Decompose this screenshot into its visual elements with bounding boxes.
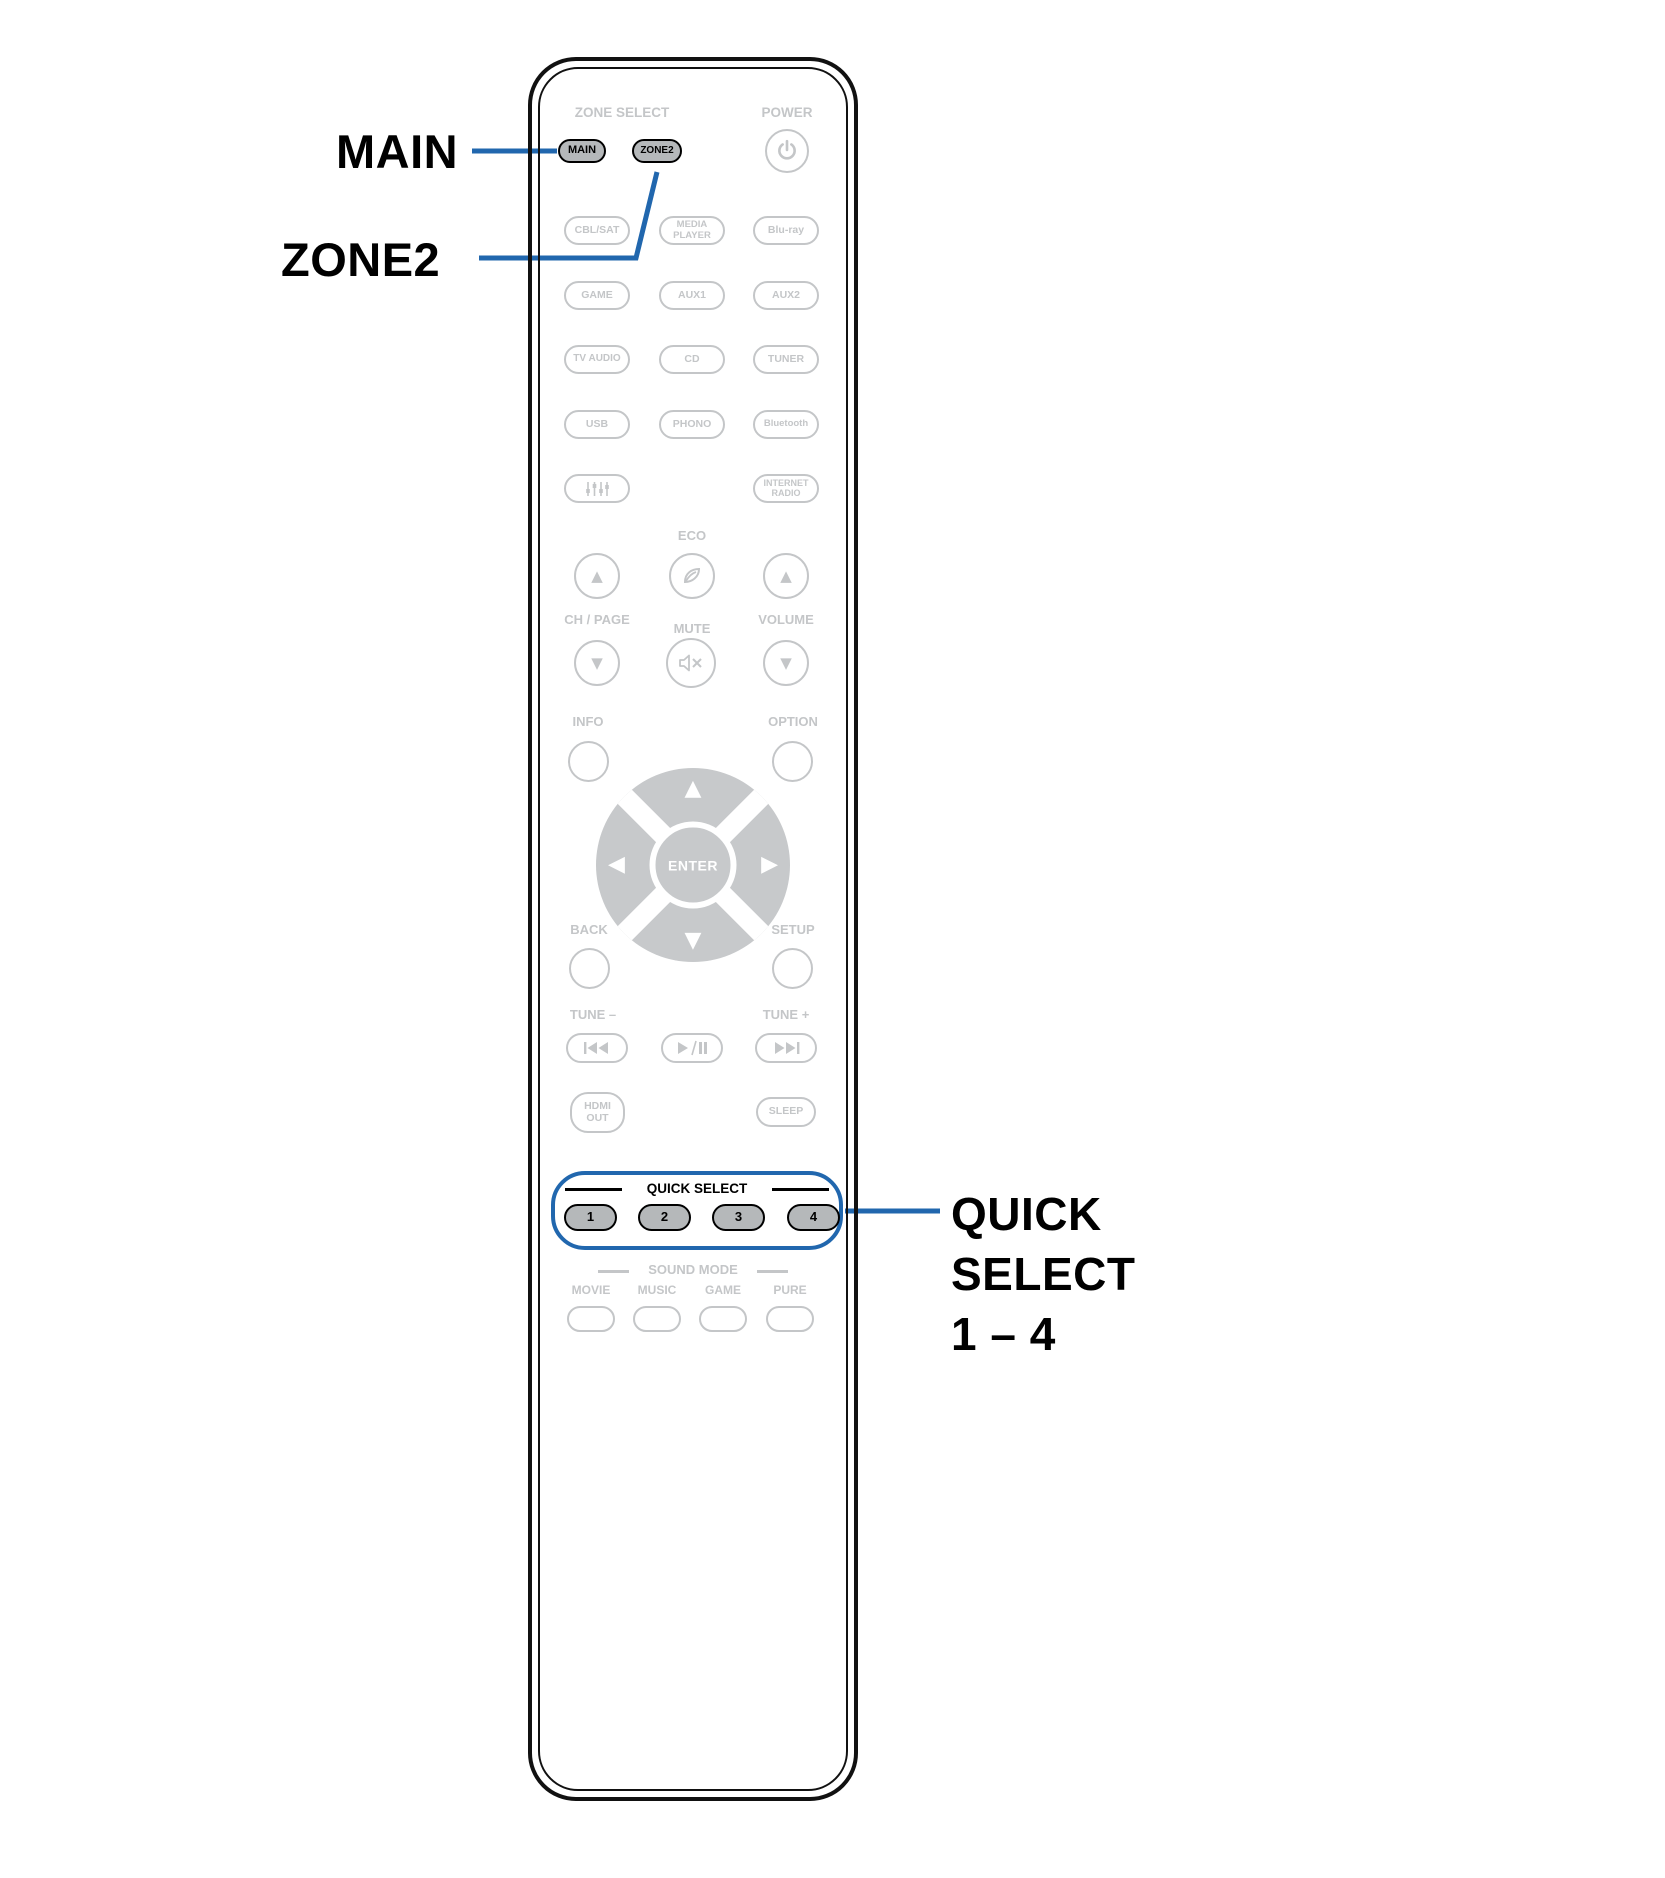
volume-up-button[interactable]: ▲	[763, 553, 809, 599]
source-button-bluetooth[interactable]: Bluetooth	[753, 410, 819, 439]
source-button-game[interactable]: GAME	[564, 281, 630, 310]
leaf-icon	[683, 567, 701, 584]
dpad-left-arrow-icon[interactable]: ◀	[608, 852, 625, 877]
source-button-tv-audio[interactable]: TV AUDIO	[564, 345, 630, 374]
source-button-aux1[interactable]: AUX1	[659, 281, 725, 310]
sound-mode-music-heading: MUSIC	[637, 1283, 677, 1297]
skip-back-button[interactable]	[566, 1033, 628, 1063]
source-button-aux2[interactable]: AUX2	[753, 281, 819, 310]
direction-pad[interactable]: ▲ ▼ ◀ ▶ ENTER	[596, 768, 790, 962]
sound-mode-heading: SOUND MODE	[648, 1262, 738, 1277]
callout-zone2-label: ZONE2	[281, 233, 441, 286]
callout-main-label: MAIN	[336, 125, 459, 178]
source-button-internet-radio[interactable]: INTERNET RADIO	[753, 474, 819, 503]
sound-mode-rule-right	[757, 1270, 788, 1273]
down-arrow-icon: ▼	[591, 653, 603, 672]
dpad-right-arrow-icon[interactable]: ▶	[761, 852, 778, 877]
dpad-down-arrow-icon[interactable]: ▼	[684, 928, 702, 953]
quick-select-heading: QUICK SELECT	[646, 1181, 748, 1196]
eco-heading: ECO	[677, 528, 707, 543]
down-arrow-icon: ▼	[780, 653, 792, 672]
volume-down-button[interactable]: ▼	[763, 640, 809, 686]
play-pause-button[interactable]	[661, 1033, 723, 1063]
power-icon	[778, 139, 796, 160]
play-pause-icon	[678, 1040, 707, 1056]
tune-minus-heading: TUNE –	[569, 1007, 617, 1022]
setup-heading: SETUP	[771, 922, 815, 937]
sound-mode-pure-heading: PURE	[773, 1283, 807, 1297]
channel-up-button[interactable]: ▲	[574, 553, 620, 599]
source-button-media-player[interactable]: MEDIA PLAYER	[659, 216, 725, 245]
mute-speaker-icon	[679, 654, 702, 672]
source-button-tuner[interactable]: TUNER	[753, 345, 819, 374]
skip-forward-button[interactable]	[755, 1033, 817, 1063]
quick-select-3-button[interactable]: 3	[712, 1204, 765, 1231]
volume-heading: VOLUME	[758, 612, 814, 627]
quick-select-4-button[interactable]: 4	[787, 1204, 840, 1231]
source-button-cbl-sat[interactable]: CBL/SAT	[564, 216, 630, 245]
ch-page-heading: CH / PAGE	[564, 612, 630, 627]
zone2-button[interactable]: ZONE2	[632, 139, 682, 163]
sound-mode-game-button[interactable]	[699, 1306, 747, 1332]
quick-select-2-button[interactable]: 2	[638, 1204, 691, 1231]
source-button-cd[interactable]: CD	[659, 345, 725, 374]
sound-mode-game-heading: GAME	[705, 1283, 741, 1297]
source-button-analog-input[interactable]	[564, 474, 630, 503]
tune-plus-heading: TUNE +	[762, 1007, 810, 1022]
quick-select-1-button[interactable]: 1	[564, 1204, 617, 1231]
remote-control-inner-outline	[538, 67, 848, 1791]
sound-mode-rule-left	[598, 1270, 629, 1273]
hdmi-out-button[interactable]: HDMI OUT	[570, 1092, 625, 1133]
option-heading: OPTION	[768, 714, 818, 729]
info-heading: INFO	[572, 714, 604, 729]
sound-mode-movie-button[interactable]	[567, 1306, 615, 1332]
source-button-phono[interactable]: PHONO	[659, 410, 725, 439]
skip-forward-icon	[775, 1042, 800, 1054]
remote-control-body	[528, 57, 858, 1801]
channel-down-button[interactable]: ▼	[574, 640, 620, 686]
sound-mode-music-button[interactable]	[633, 1306, 681, 1332]
source-button-blu-ray[interactable]: Blu-ray	[753, 216, 819, 245]
up-arrow-icon: ▲	[780, 566, 792, 585]
quick-select-rule-right	[772, 1188, 829, 1191]
main-zone-button[interactable]: MAIN	[558, 139, 606, 163]
mute-heading: MUTE	[673, 621, 711, 636]
equalizer-icon	[586, 481, 609, 496]
enter-button[interactable]: ENTER	[649, 821, 737, 909]
sound-mode-movie-heading: MOVIE	[571, 1283, 611, 1297]
back-button[interactable]	[569, 948, 610, 989]
sound-mode-pure-button[interactable]	[766, 1306, 814, 1332]
skip-back-icon	[584, 1042, 608, 1054]
sleep-button[interactable]: SLEEP	[756, 1097, 816, 1127]
quick-select-rule-left	[565, 1188, 622, 1191]
dpad-up-arrow-icon[interactable]: ▲	[684, 776, 702, 801]
mute-button[interactable]	[666, 638, 716, 688]
up-arrow-icon: ▲	[591, 566, 603, 585]
back-heading: BACK	[570, 922, 608, 937]
power-button[interactable]	[765, 129, 809, 173]
quick-select-highlight-box	[551, 1171, 843, 1250]
power-heading: POWER	[761, 105, 813, 120]
callout-quick-select-label: QUICK SELECT 1 – 4	[951, 1188, 1136, 1360]
setup-button[interactable]	[772, 948, 813, 989]
source-button-usb[interactable]: USB	[564, 410, 630, 439]
eco-button[interactable]	[669, 553, 715, 599]
zone-select-heading: ZONE SELECT	[574, 105, 670, 120]
